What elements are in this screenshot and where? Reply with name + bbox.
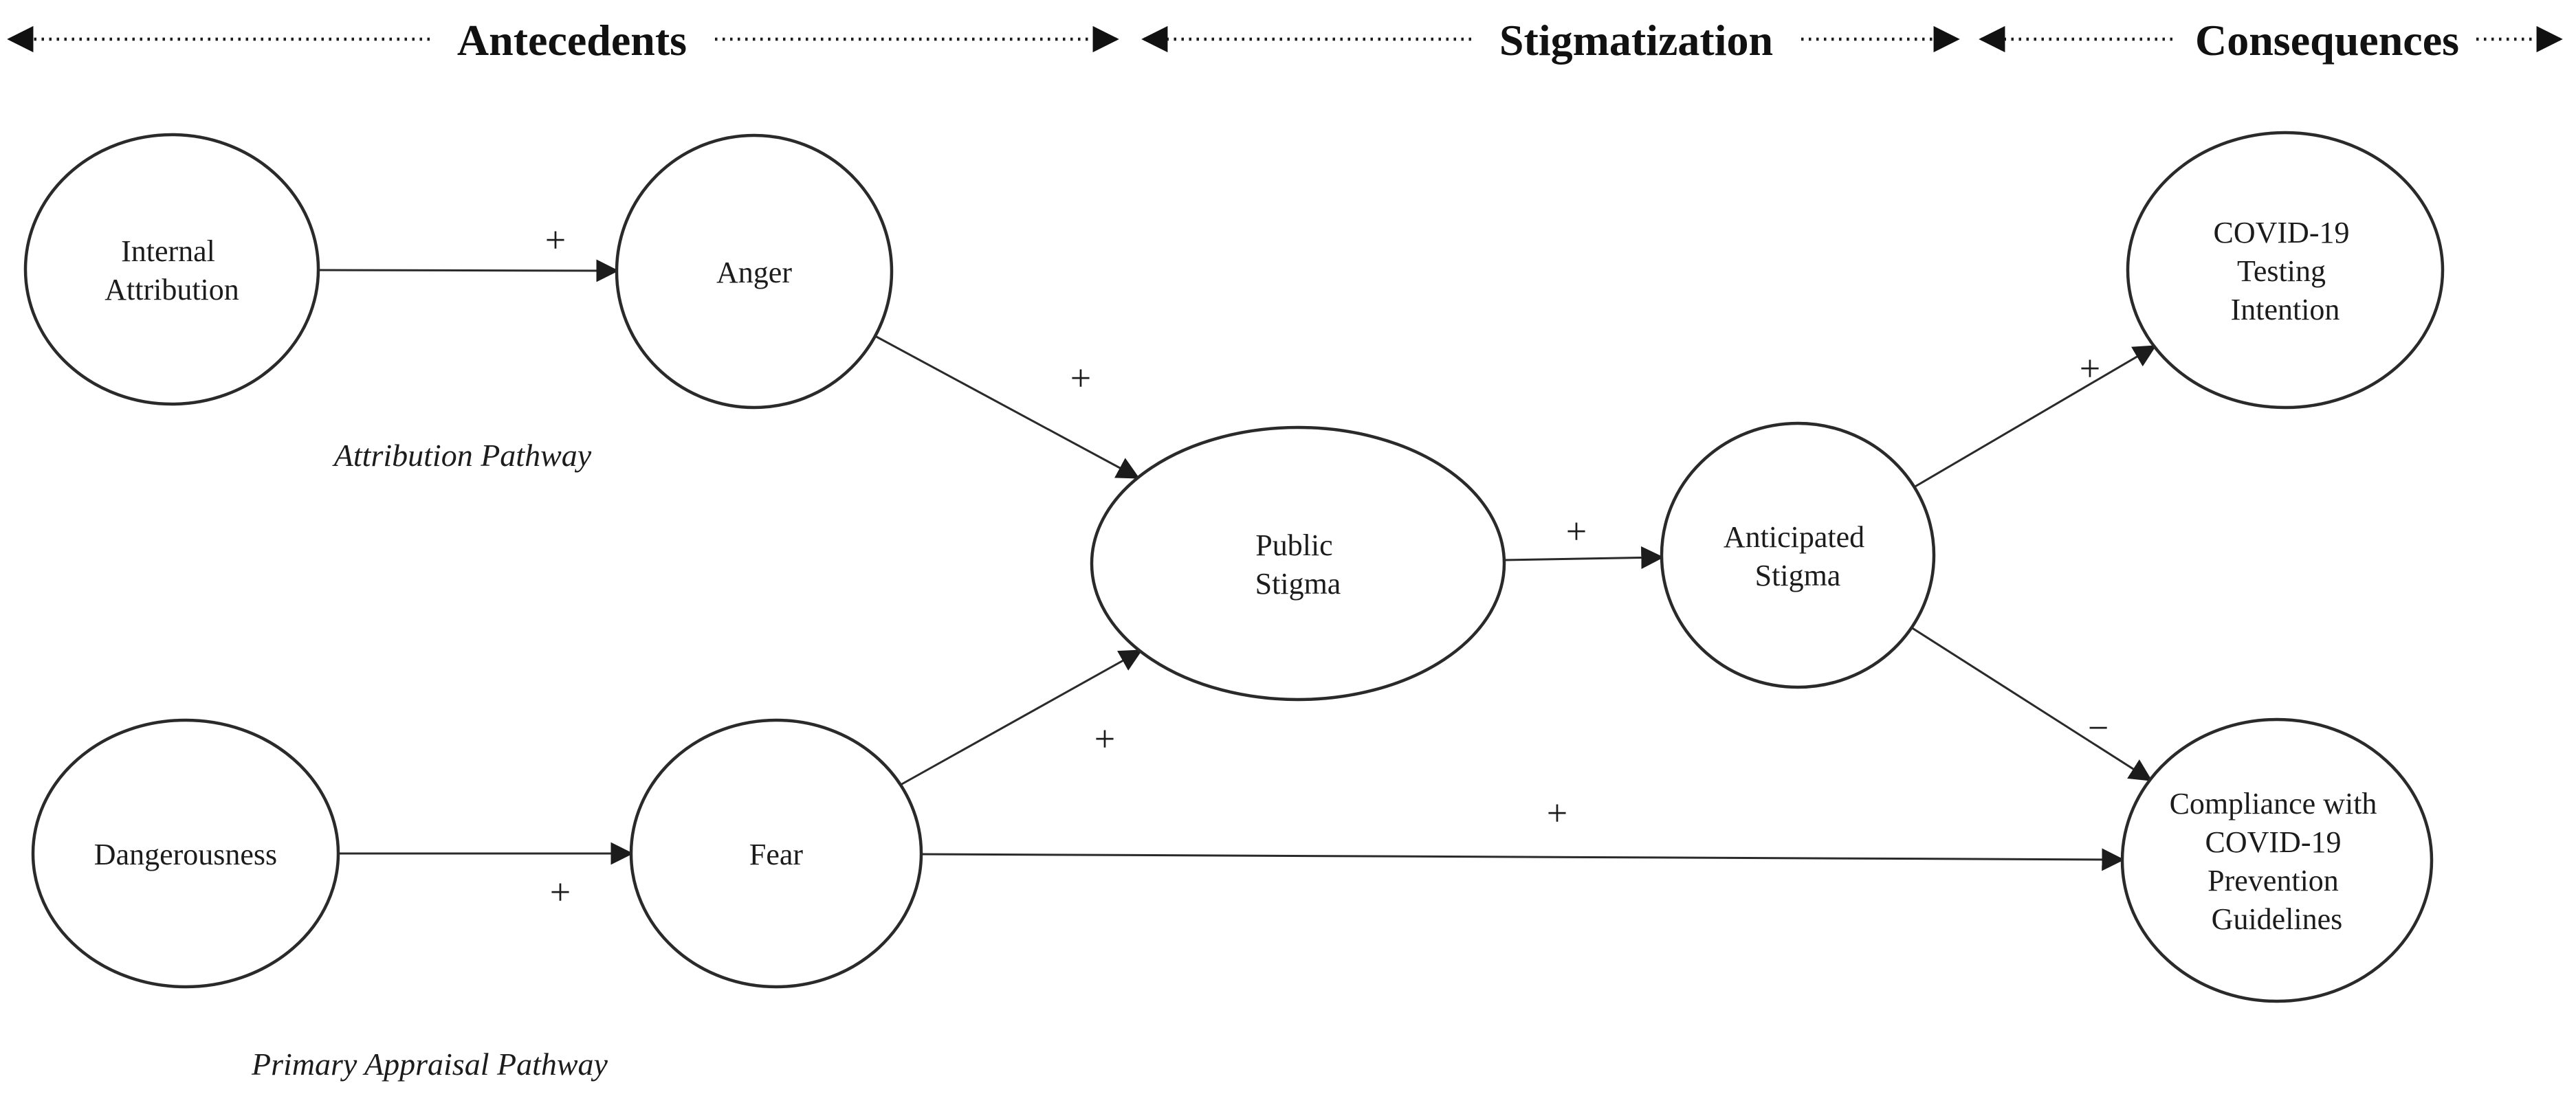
node-label-line: Anticipated	[1724, 520, 1864, 554]
node-dangerousness: Dangerousness	[31, 718, 340, 989]
header-label-consequences: Consequences	[2195, 16, 2459, 65]
covid-testing-intention-ellipse	[2126, 131, 2445, 410]
node-label-line: Internal	[121, 234, 215, 268]
dangerousness-label: Dangerousness	[94, 838, 277, 871]
anticipated-stigma-label: Anticipated Stigma	[1724, 520, 1872, 592]
sign-anticipated-stigma-to-compliance: −	[2088, 707, 2109, 748]
node-anger: Anger	[615, 133, 894, 410]
attribution-pathway-label: Attribution Pathway	[332, 438, 592, 473]
node-covid-testing-intention: COVID-19 Testing Intention	[2126, 131, 2445, 410]
anticipated-stigma-ellipse	[1660, 421, 1936, 689]
node-label-line: Intention	[2231, 293, 2340, 326]
sign-public-stigma-to-anticipated-stigma: +	[1566, 511, 1587, 552]
node-label-line: Stigma	[1755, 559, 1841, 592]
edges: + + + + + + − +	[318, 219, 2157, 913]
node-fear: Fear	[629, 718, 923, 989]
node-internal-attribution: Internal Attribution	[23, 133, 320, 406]
anger-ellipse	[615, 133, 894, 410]
node-label-line: Fear	[749, 838, 804, 871]
fear-label: Fear	[749, 838, 804, 871]
fear-ellipse	[629, 718, 923, 989]
public-stigma-label: Public Stigma	[1255, 528, 1341, 601]
header-label-stigmatization: Stigmatization	[1499, 16, 1773, 65]
node-label-line: COVID-19	[2205, 825, 2342, 859]
sign-anticipated-stigma-to-covid-testing-intention: +	[2080, 348, 2100, 389]
internal-attribution-ellipse	[23, 133, 320, 406]
sign-fear-to-public-stigma: +	[1094, 718, 1115, 759]
edge-anticipated-stigma-to-compliance	[1911, 626, 2153, 781]
compliance-ellipse	[2120, 717, 2434, 1003]
node-label-line: Prevention	[2208, 864, 2339, 897]
node-label-line: Stigma	[1255, 567, 1341, 601]
sign-anger-to-public-stigma: +	[1070, 357, 1091, 399]
covid-testing-intention-label: COVID-19 Testing Intention	[2214, 216, 2357, 326]
node-label-line: Public	[1255, 528, 1332, 562]
primary-appraisal-pathway-label: Primary Appraisal Pathway	[251, 1047, 608, 1082]
header-band: Antecedents Stigmatization Consequences	[7, 16, 2563, 65]
node-label-line: Attribution	[104, 273, 239, 306]
dangerousness-ellipse	[31, 718, 340, 989]
node-label-line: Guidelines	[2212, 902, 2343, 936]
node-public-stigma: Public Stigma	[1090, 425, 1506, 702]
node-label-line: Compliance with	[2170, 787, 2377, 821]
node-anticipated-stigma: Anticipated Stigma	[1660, 421, 1936, 689]
edge-fear-to-compliance	[921, 848, 2125, 871]
edge-anticipated-stigma-to-covid-testing-intention	[1913, 345, 2157, 489]
node-label-line: Testing	[2237, 254, 2326, 288]
sign-dangerousness-to-fear: +	[550, 871, 571, 913]
sign-internal-attribution-to-anger: +	[545, 219, 566, 260]
node-label-line: Dangerousness	[94, 838, 277, 871]
sign-fear-to-compliance: +	[1547, 792, 1567, 834]
node-label-line: Anger	[716, 256, 792, 289]
node-label-line: COVID-19	[2214, 216, 2350, 249]
node-compliance: Compliance with COVID-19 Prevention Guid…	[2120, 717, 2434, 1003]
header-label-antecedents: Antecedents	[457, 16, 687, 65]
edge-internal-attribution-to-anger	[318, 259, 619, 282]
compliance-label: Compliance with COVID-19 Prevention Guid…	[2170, 787, 2385, 936]
edge-fear-to-public-stigma	[900, 649, 1143, 786]
edge-public-stigma-to-anticipated-stigma	[1504, 546, 1664, 570]
public-stigma-ellipse	[1090, 425, 1506, 702]
internal-attribution-label: Internal Attribution	[104, 234, 239, 306]
edge-anger-to-public-stigma	[874, 335, 1140, 479]
anger-label: Anger	[716, 256, 792, 289]
